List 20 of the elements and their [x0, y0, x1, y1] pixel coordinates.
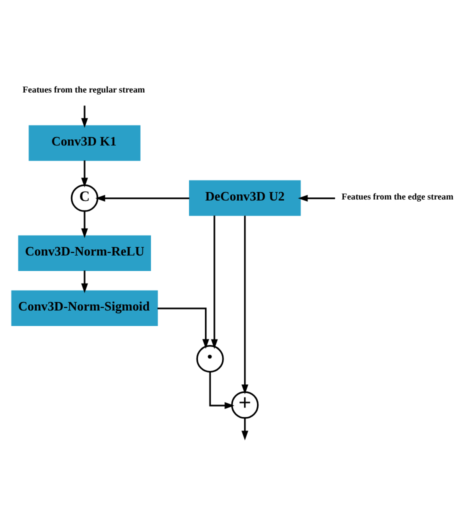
arrow — [158, 307, 210, 348]
arrow — [209, 371, 234, 408]
arrow — [210, 215, 218, 349]
arrow — [298, 194, 336, 202]
arrow — [241, 418, 248, 440]
arrow — [81, 210, 88, 238]
node-text: Featues from the edge stream — [342, 191, 454, 202]
arrow — [95, 194, 190, 202]
node-circle: + — [231, 390, 259, 418]
arrow — [81, 160, 88, 187]
arrow — [81, 105, 88, 128]
node-text: Featues from the regular stream — [22, 84, 145, 94]
node-circle: C — [70, 184, 98, 212]
node-box: Conv3D-Norm-ReLU — [18, 234, 151, 270]
node-box: DeConv3D U2 — [189, 180, 301, 216]
node-box: Conv3D K1 — [28, 124, 140, 160]
node-circle: • — [196, 344, 224, 372]
node-box: Conv3D-Norm-Sigmoid — [11, 290, 158, 326]
arrow — [81, 270, 88, 293]
arrow — [241, 215, 248, 394]
